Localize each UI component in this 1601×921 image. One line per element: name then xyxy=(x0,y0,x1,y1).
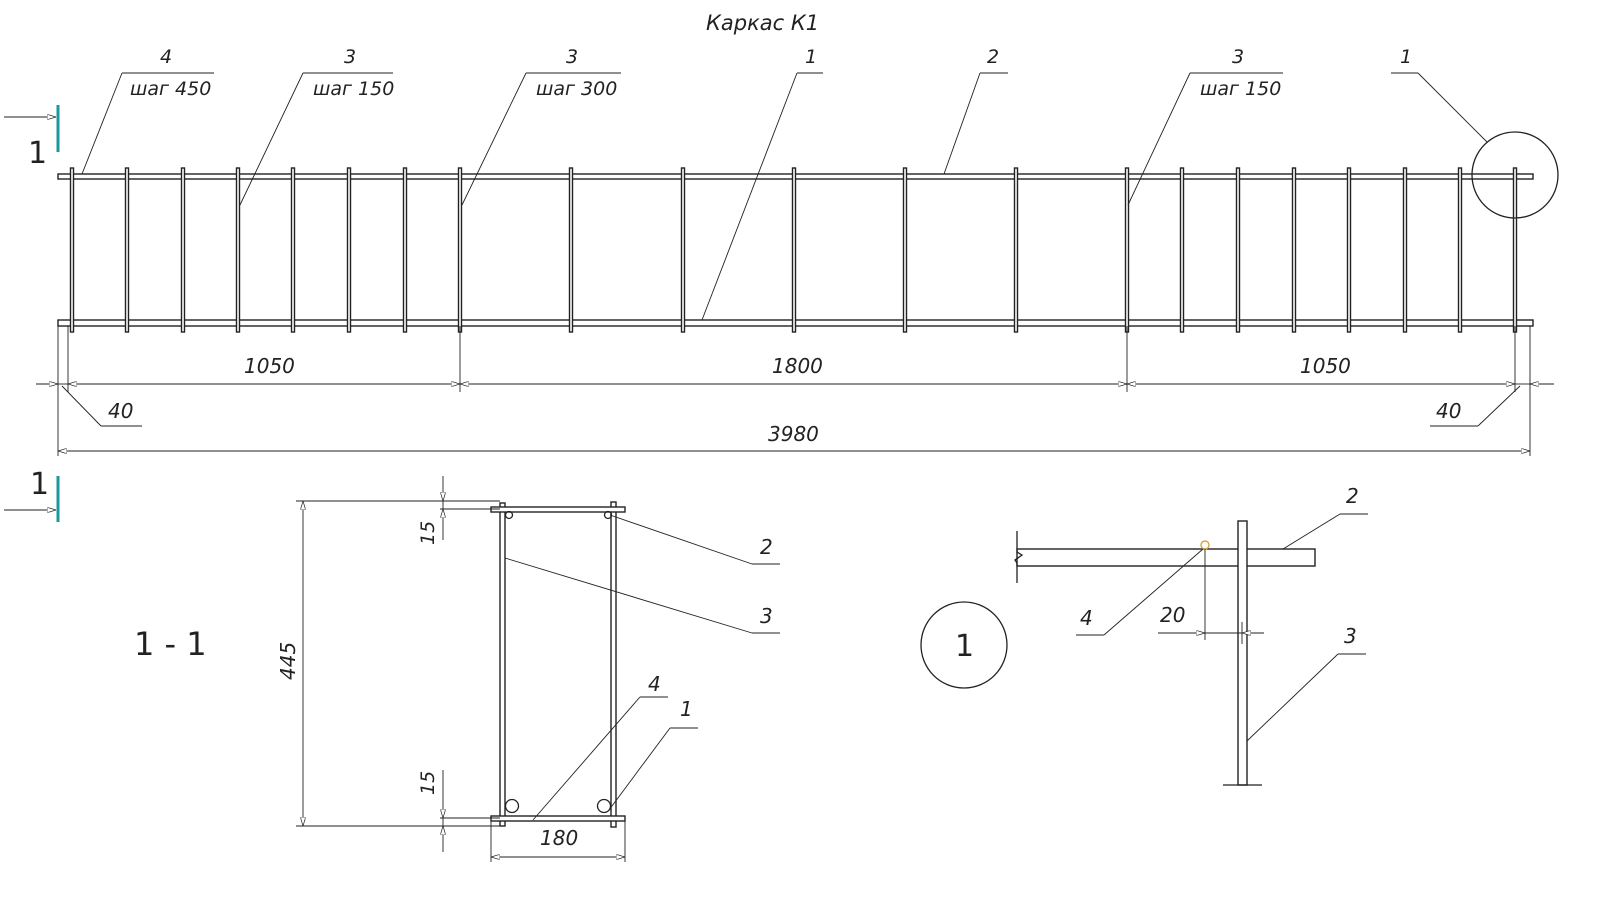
stirrup-bar-6 xyxy=(346,167,352,333)
stirrup-bar-7 xyxy=(402,167,408,333)
detail-weld-point xyxy=(1200,540,1210,550)
section-top-connector xyxy=(490,506,626,513)
stirrup-bar-10 xyxy=(680,167,686,333)
drawing-title: Каркас К1 xyxy=(706,11,819,35)
elevation-callouts: 4 шаг 450 3 шаг 150 3 шаг 300 1 2 3 шаг … xyxy=(81,46,1488,321)
stirrup-bar-5 xyxy=(290,167,296,333)
callout-3c-note: шаг 150 xyxy=(1200,78,1281,100)
stirrup-bar-15 xyxy=(1179,167,1185,333)
section-dim-bottom-cover: 15 xyxy=(417,771,439,795)
stirrup-bar-4 xyxy=(235,167,241,333)
stirrup-bar-13 xyxy=(1013,167,1019,333)
section-bottom-connector xyxy=(490,815,626,822)
stirrup-bar-11 xyxy=(791,167,797,333)
section-callout-4: 4 xyxy=(648,672,661,696)
detail-callout-2: 2 xyxy=(1346,484,1359,508)
stirrups xyxy=(69,167,1518,333)
callout-4-number: 4 xyxy=(160,46,172,68)
dim-left-span: 1050 xyxy=(244,354,295,378)
section-bottom-bar-right xyxy=(596,798,612,814)
stirrup-bar-21 xyxy=(1512,167,1518,333)
section-1-1: 1 - 1 445 15 15 180 2 xyxy=(134,476,780,862)
detail-label: 1 xyxy=(955,629,974,664)
callout-2-number: 2 xyxy=(987,46,999,68)
section-top-bar-left xyxy=(504,510,514,520)
detail-horizontal-bar xyxy=(1016,548,1316,567)
detail-vertical-bar xyxy=(1237,520,1248,786)
section-marker-top-label: 1 xyxy=(28,136,47,171)
detail-break-line xyxy=(1014,531,1024,583)
detail-callout-4: 4 xyxy=(1080,606,1093,630)
callout-3b-number: 3 xyxy=(566,46,578,68)
callout-1b-number: 1 xyxy=(1400,46,1412,68)
detail-dim: 20 xyxy=(1160,603,1185,627)
dim-right-span: 1050 xyxy=(1300,354,1351,378)
stirrup-bar-9 xyxy=(568,167,574,333)
section-dim-top-cover: 15 xyxy=(417,521,439,545)
detail-1-circle xyxy=(1471,131,1559,219)
section-top-bar-right xyxy=(603,510,613,520)
stirrup-bar-14 xyxy=(1124,167,1130,333)
callout-3a-number: 3 xyxy=(344,46,356,68)
stirrup-bar-17 xyxy=(1291,167,1297,333)
frame-elevation: 4 шаг 450 3 шаг 150 3 шаг 300 1 2 3 шаг … xyxy=(4,46,1559,522)
dim-mid-span: 1800 xyxy=(772,354,823,378)
section-callout-3: 3 xyxy=(760,604,773,628)
dim-total: 3980 xyxy=(768,422,819,446)
stirrup-bar-8 xyxy=(457,167,463,333)
stirrup-bar-2 xyxy=(124,167,130,333)
dim-right-end: 40 xyxy=(1436,399,1461,423)
stirrup-bar-3 xyxy=(180,167,186,333)
section-dim-width: 180 xyxy=(540,826,578,850)
stirrup-bar-12 xyxy=(902,167,908,333)
stirrup-bar-1 xyxy=(69,167,75,333)
detail-callout-3: 3 xyxy=(1344,624,1357,648)
detail-1: 1 20 2 4 3 xyxy=(920,484,1368,786)
callout-3c-number: 3 xyxy=(1232,46,1244,68)
section-marker-bottom-label: 1 xyxy=(30,467,49,502)
section-bottom-bar-left xyxy=(504,798,520,814)
stirrup-bar-20 xyxy=(1457,167,1463,333)
elevation-dimensions: 1050 1800 1050 40 40 3980 xyxy=(36,326,1554,456)
section-title: 1 - 1 xyxy=(134,625,207,663)
section-marker-bottom: 1 xyxy=(4,467,60,522)
section-stirrup-right xyxy=(610,501,617,828)
callout-3a-note: шаг 150 xyxy=(313,78,394,100)
callout-1a-number: 1 xyxy=(805,46,817,68)
section-callout-1: 1 xyxy=(680,697,693,721)
section-stirrup-left xyxy=(499,502,506,827)
callout-4-note: шаг 450 xyxy=(130,78,211,100)
detail-label-circle xyxy=(920,601,1008,689)
dim-left-end: 40 xyxy=(108,399,133,423)
section-dim-height: 445 xyxy=(276,642,300,680)
callout-3b-note: шаг 300 xyxy=(536,78,617,100)
stirrup-bar-18 xyxy=(1346,167,1352,333)
section-marker-top: 1 xyxy=(4,105,60,171)
section-callout-2: 2 xyxy=(760,535,773,559)
stirrup-bar-16 xyxy=(1235,167,1241,333)
stirrup-bar-19 xyxy=(1402,167,1408,333)
